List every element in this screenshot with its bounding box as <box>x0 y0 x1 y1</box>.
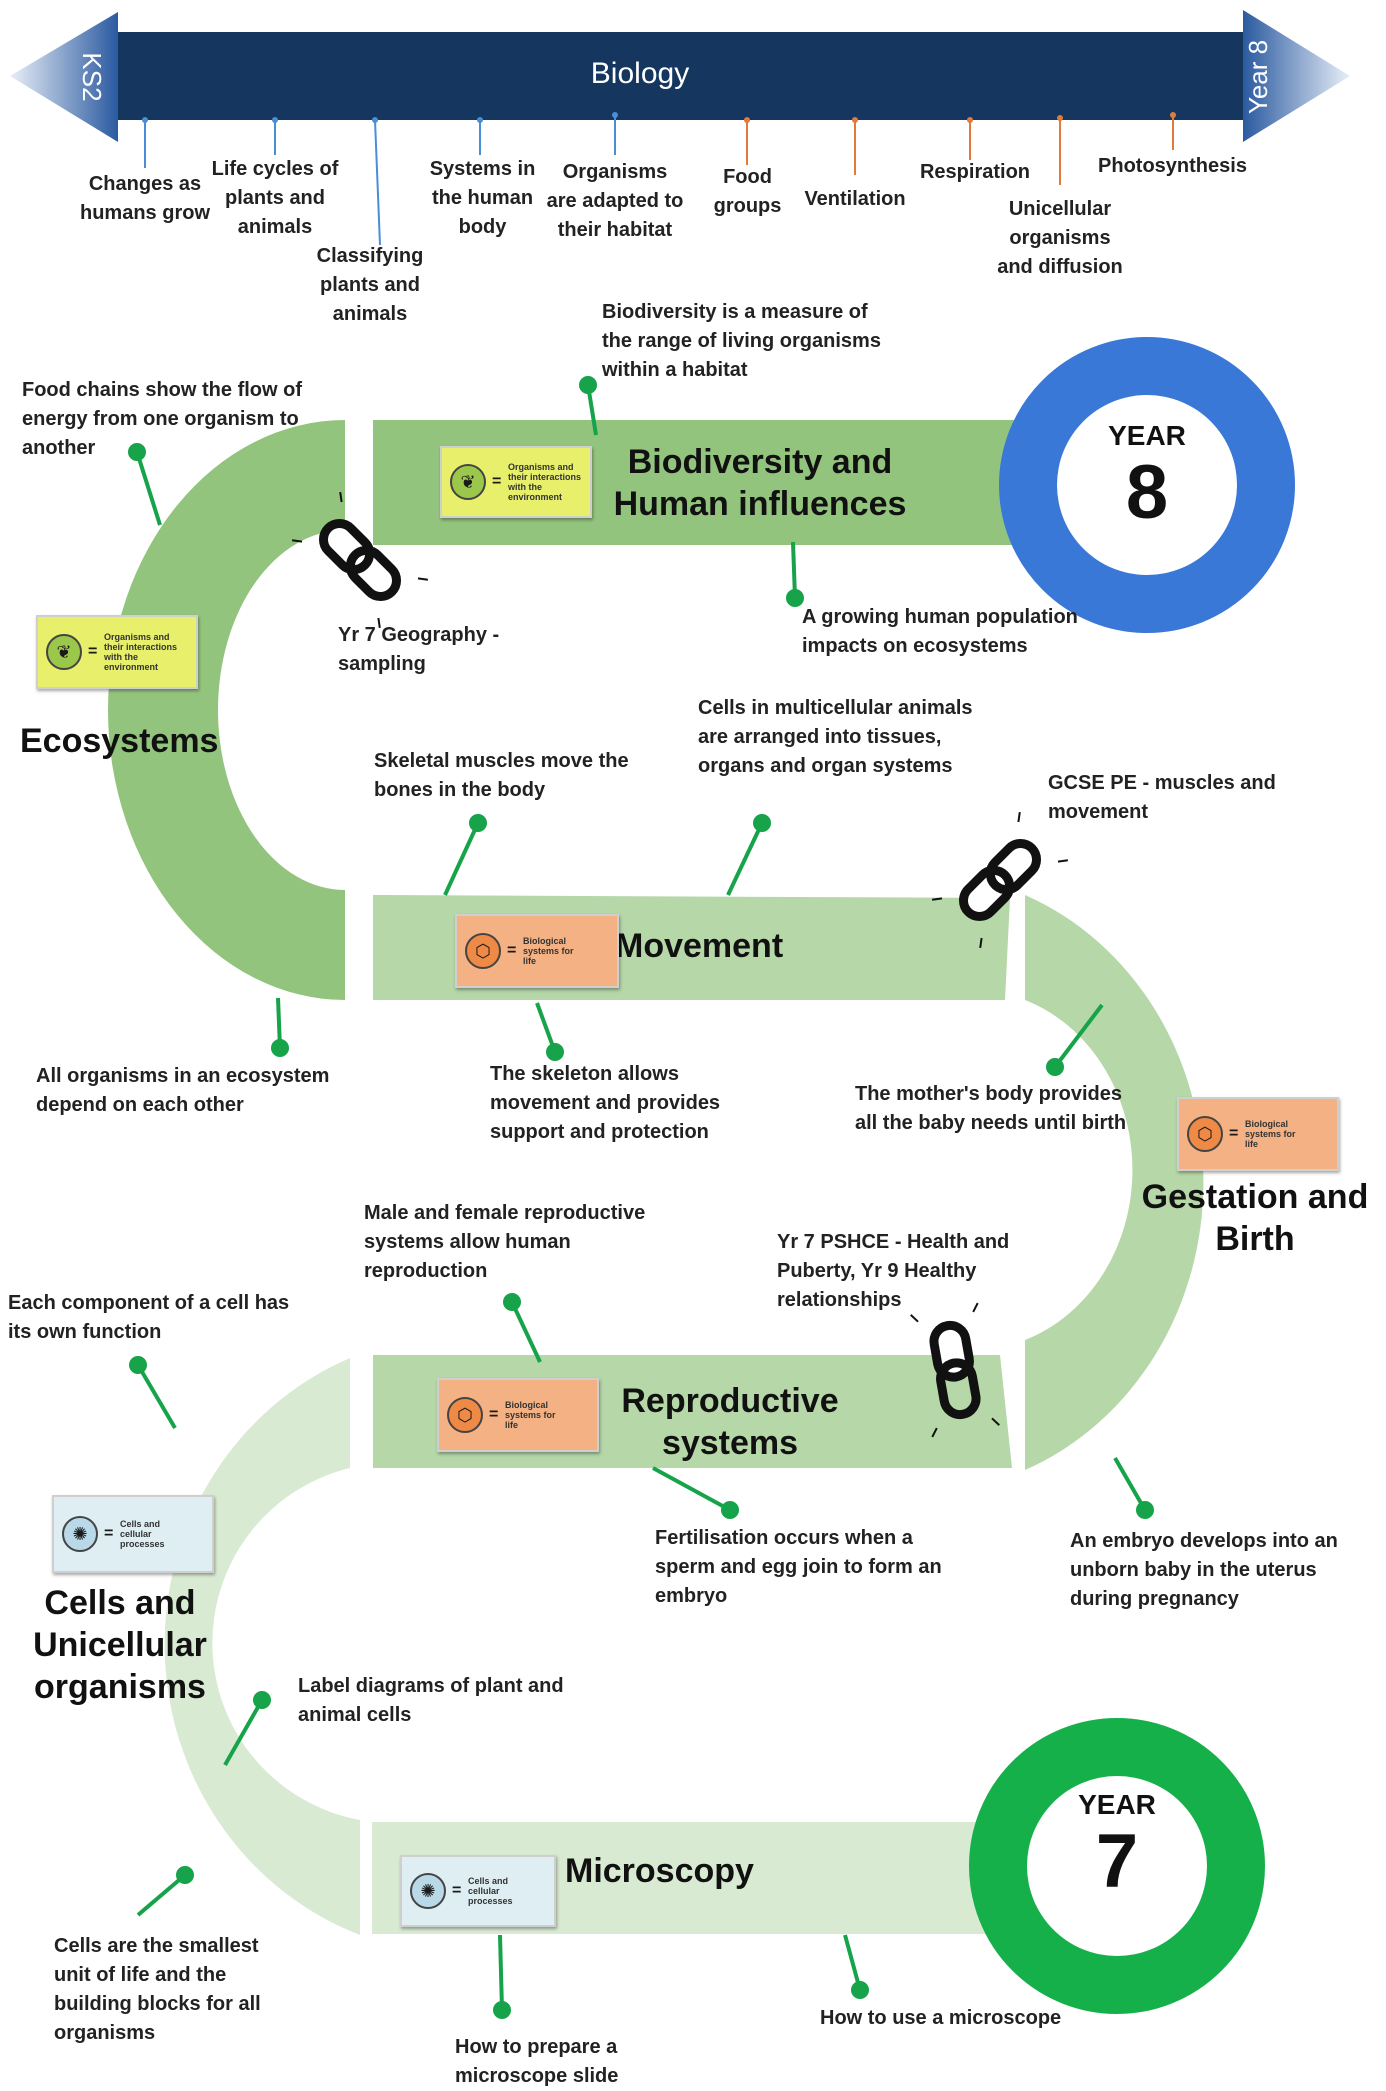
timeline-topic: Food groups <box>713 166 782 217</box>
year7-label: YEAR <box>1078 1789 1156 1820</box>
badge-biological: ⬡ = Biological systems for life <box>1177 1097 1339 1171</box>
timeline-topic: Respiration <box>919 161 1031 183</box>
chain-link-icon <box>291 491 429 629</box>
unit-title-biodiversity: Biodiversity and Human influences <box>613 443 907 523</box>
timeline-end-label: Year 8 <box>1243 39 1273 115</box>
unit-title-gestation: Gestation and Birth <box>1141 1178 1369 1258</box>
timeline-right-arrow <box>1243 10 1350 142</box>
badge-cells: ✺ = Cells and cellular processes <box>400 1855 556 1927</box>
year7-circle <box>969 1718 1265 2014</box>
note-skeleton: The skeleton allows movement and provide… <box>490 1063 721 1143</box>
year7-number: 7 <box>1095 1819 1139 1904</box>
timeline-start-label: KS2 <box>77 52 107 102</box>
badge-text: Biological systems for life <box>523 936 574 966</box>
year8-number: 8 <box>1125 450 1169 535</box>
note-gcse-pe: GCSE PE - muscles and movement <box>1048 772 1276 823</box>
note-skeletal-muscles: Skeletal muscles move the bones in the b… <box>374 750 629 801</box>
badge-text: Biological systems for life <box>505 1400 556 1430</box>
note-mother-body: The mother's body provides all the baby … <box>855 1083 1127 1134</box>
hexagon-icon: ⬡ <box>447 1397 483 1433</box>
note-geography-link: Yr 7 Geography - sampling <box>338 624 500 675</box>
timeline-title: Biology <box>590 57 690 90</box>
cell-icon: ✺ <box>62 1516 98 1552</box>
note-multicellular: Cells in multicellular animals are arran… <box>698 697 973 777</box>
note-cell-component: Each component of a cell has its own fun… <box>8 1292 290 1343</box>
badge-text: Cells and cellular processes <box>468 1876 513 1906</box>
cell-icon: ✺ <box>410 1873 446 1909</box>
note-smallest-unit: Cells are the smallest unit of life and … <box>54 1935 261 2044</box>
badge-text: Organisms and their interactions with th… <box>104 632 178 672</box>
timeline-topic: Organisms are adapted to their habitat <box>546 161 684 241</box>
connector-lines <box>128 376 1154 2019</box>
badge-text: Biological systems for life <box>1245 1119 1296 1149</box>
badge-text: Organisms and their interactions with th… <box>508 462 582 502</box>
timeline-topic: Systems in the human body <box>429 158 536 238</box>
timeline-topic: Classifying plants and animals <box>316 245 424 325</box>
note-food-chains: Food chains show the flow of energy from… <box>22 379 302 459</box>
badge-text: Cells and cellular processes <box>120 1519 165 1549</box>
note-pshce: Yr 7 PSHCE - Health and Puberty, Yr 9 He… <box>777 1231 1010 1311</box>
note-prepare-slide: How to prepare a microscope slide <box>455 2036 619 2087</box>
unit-title-cells: Cells and Unicellular organisms <box>33 1584 207 1706</box>
timeline-topic: Ventilation <box>804 188 906 210</box>
unit-title-microscopy: Microscopy <box>565 1852 754 1890</box>
note-use-microscope: How to use a microscope <box>820 2007 1062 2029</box>
hexagon-icon: ⬡ <box>1187 1116 1223 1152</box>
leaf-icon: ❦ <box>46 634 82 670</box>
note-biodiversity-measure: Biodiversity is a measure of the range o… <box>602 301 881 381</box>
timeline-ticks <box>142 112 1176 246</box>
badge-cells: ✺ = Cells and cellular processes <box>52 1495 214 1573</box>
unit-title-reproductive: Reproductive systems <box>621 1382 839 1462</box>
timeline-bar <box>118 32 1243 120</box>
note-embryo: An embryo develops into an unborn baby i… <box>1070 1530 1338 1610</box>
timeline-topic: Life cycles of plants and animals <box>211 158 339 238</box>
note-fertilisation: Fertilisation occurs when a sperm and eg… <box>655 1527 942 1607</box>
note-population: A growing human population impacts on ec… <box>802 606 1078 657</box>
hexagon-icon: ⬡ <box>465 933 501 969</box>
timeline-topic: Changes as humans grow <box>80 173 211 224</box>
note-reproductive-allow: Male and female reproductive systems all… <box>364 1202 646 1282</box>
year8-label: YEAR <box>1108 420 1186 451</box>
chain-link-icon <box>910 1302 1000 1438</box>
badge-organisms: ❦ = Organisms and their interactions wit… <box>36 615 198 689</box>
leaf-icon: ❦ <box>450 464 486 500</box>
badge-biological: ⬡ = Biological systems for life <box>455 914 619 988</box>
badge-biological: ⬡ = Biological systems for life <box>437 1378 599 1452</box>
chain-link-icon <box>931 811 1069 949</box>
note-label-diagrams: Label diagrams of plant and animal cells <box>298 1675 564 1726</box>
timeline-topic: Photosynthesis <box>1098 155 1247 177</box>
timeline-left-arrow <box>10 12 118 142</box>
badge-organisms: ❦ = Organisms and their interactions wit… <box>440 446 592 518</box>
unit-title-movement: Movement <box>615 927 784 965</box>
year8-circle <box>999 337 1295 633</box>
unit-title-ecosystems: Ecosystems <box>20 722 219 760</box>
timeline-topic: Unicellular organisms and diffusion <box>997 198 1123 278</box>
note-ecosystem-depend: All organisms in an ecosystem depend on … <box>36 1065 330 1116</box>
